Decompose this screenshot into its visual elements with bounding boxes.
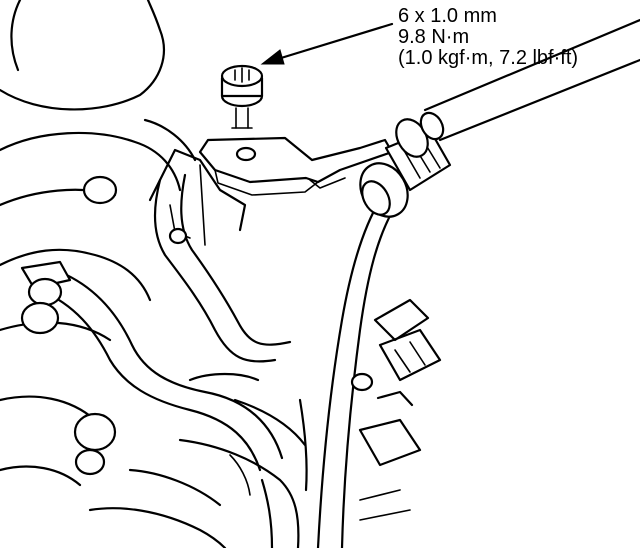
left-fittings — [20, 175, 118, 476]
housing-outline — [0, 0, 307, 548]
torque-spec-callout: 6 x 1.0 mm 9.8 N·m (1.0 kgf·m, 7.2 lbf·f… — [398, 6, 634, 69]
coolant-pipe — [38, 173, 292, 472]
bolt-size-label: 6 x 1.0 mm — [398, 5, 497, 27]
torque-alt-label: (1.0 kgf·m, 7.2 lbf·ft) — [398, 47, 579, 69]
lower-frame — [188, 372, 411, 548]
cable-assembly — [316, 18, 640, 548]
hose-clip — [148, 148, 247, 246]
bolt — [220, 64, 264, 129]
torque-nm-label: 9.8 N·m — [398, 26, 470, 48]
callout-leader — [260, 22, 394, 65]
right-clamp — [350, 298, 442, 467]
